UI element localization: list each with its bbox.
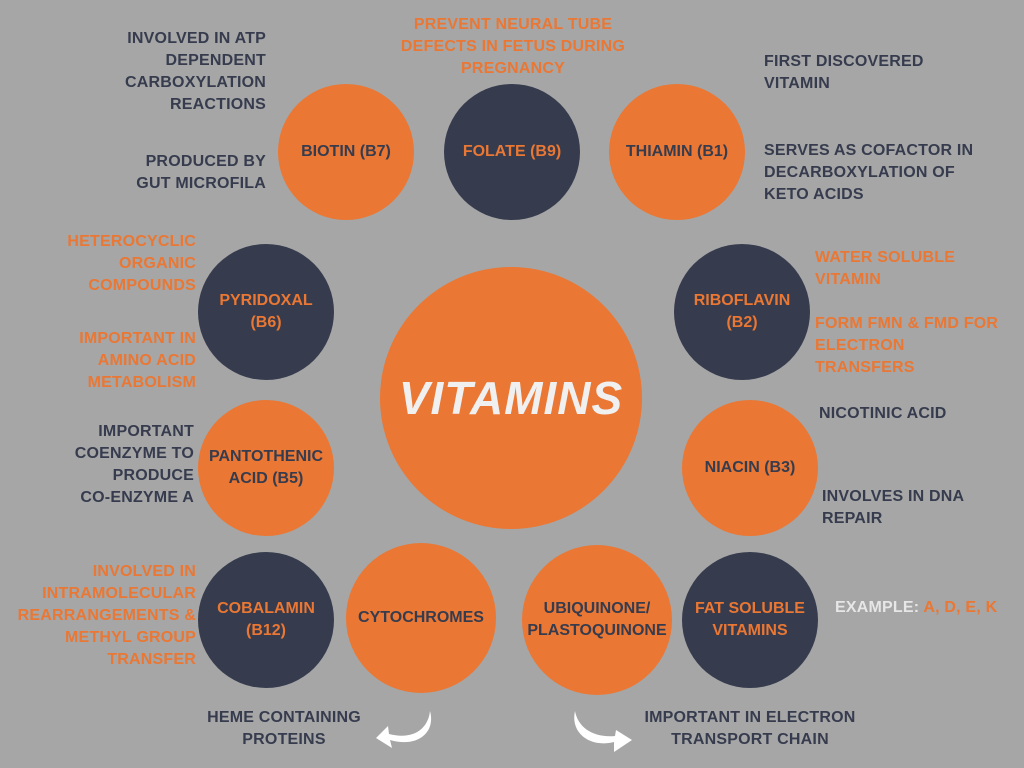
curved-arrow-left-icon <box>376 711 432 748</box>
niacin-circle: NIACIN (B3) <box>682 400 818 536</box>
pyridoxal-note-1: HETEROCYCLIC ORGANIC COMPOUNDS <box>67 233 196 294</box>
cobalamin-circle: COBALAMIN (B12) <box>198 552 334 688</box>
folate-circle: FOLATE (B9) <box>444 84 580 220</box>
biotin-note-1: INVOLVED IN ATP DEPENDENT CARBOXYLATION … <box>125 30 266 113</box>
fat-soluble-label: FAT SOLUBLE VITAMINS <box>695 600 805 639</box>
biotin-note-2: PRODUCED BY GUT MICROFILA <box>136 153 266 192</box>
pantothenic-circle: PANTOTHENIC ACID (B5) <box>198 400 334 536</box>
ubiquinone-note-1: IMPORTANT IN ELECTRON TRANSPORT CHAIN <box>644 709 856 748</box>
cobalamin-label: COBALAMIN (B12) <box>217 600 315 639</box>
pyridoxal-label: PYRIDOXAL (B6) <box>219 292 313 331</box>
pantothenic-note-1: IMPORTANT COENZYME TO PRODUCE CO-ENZYME … <box>74 423 194 506</box>
cytochromes-note-1: HEME CONTAINING PROTEINS <box>207 709 361 748</box>
biotin-circle: BIOTIN (B7) <box>278 84 414 220</box>
center-title: VITAMINS <box>398 372 624 424</box>
cytochromes-label: CYTOCHROMES <box>358 609 484 626</box>
fat-soluble-example: EXAMPLE: A, D, E, K <box>835 597 997 619</box>
thiamin-label: THIAMIN (B1) <box>625 143 729 160</box>
niacin-label: NIACIN (B3) <box>704 459 796 476</box>
folate-label: FOLATE (B9) <box>462 143 562 160</box>
pantothenic-label: PANTOTHENIC ACID (B5) <box>208 448 324 487</box>
riboflavin-circle: RIBOFLAVIN (B2) <box>674 244 810 380</box>
thiamin-note-1: FIRST DISCOVERED VITAMIN <box>764 53 924 92</box>
niacin-note-2: INVOLVES IN DNA REPAIR <box>822 488 965 527</box>
pyridoxal-circle: PYRIDOXAL (B6) <box>198 244 334 380</box>
ubiquinone-label: UBIQUINONE/ PLASTOQUINONE <box>527 600 667 639</box>
riboflavin-note-1: WATER SOLUBLE VITAMIN <box>815 249 956 288</box>
example-value: A, D, E, K <box>923 599 998 616</box>
niacin-note-1: NICOTINIC ACID <box>819 405 947 422</box>
riboflavin-label: RIBOFLAVIN (B2) <box>693 292 791 331</box>
cytochromes-circle: CYTOCHROMES <box>346 543 496 693</box>
curved-arrow-right-icon <box>574 711 632 752</box>
example-label: EXAMPLE: <box>835 599 920 616</box>
riboflavin-note-2: FORM FMN & FMD FOR ELECTRON TRANSFERS <box>815 315 999 376</box>
thiamin-note-2: SERVES AS COFACTOR IN DECARBOXYLATION OF… <box>764 142 974 203</box>
biotin-label: BIOTIN (B7) <box>301 143 391 160</box>
vitamins-center-circle: VITAMINS <box>380 267 642 529</box>
ubiquinone-circle: UBIQUINONE/ PLASTOQUINONE <box>522 545 672 695</box>
pyridoxal-note-2: IMPORTANT IN AMINO ACID METABOLISM <box>79 330 196 391</box>
thiamin-circle: THIAMIN (B1) <box>609 84 745 220</box>
cobalamin-note-1: INVOLVED IN INTRAMOLECULAR REARRANGEMENT… <box>17 563 196 668</box>
fat-soluble-circle: FAT SOLUBLE VITAMINS <box>682 552 818 688</box>
folate-note-1: PREVENT NEURAL TUBE DEFECTS IN FETUS DUR… <box>400 16 626 77</box>
